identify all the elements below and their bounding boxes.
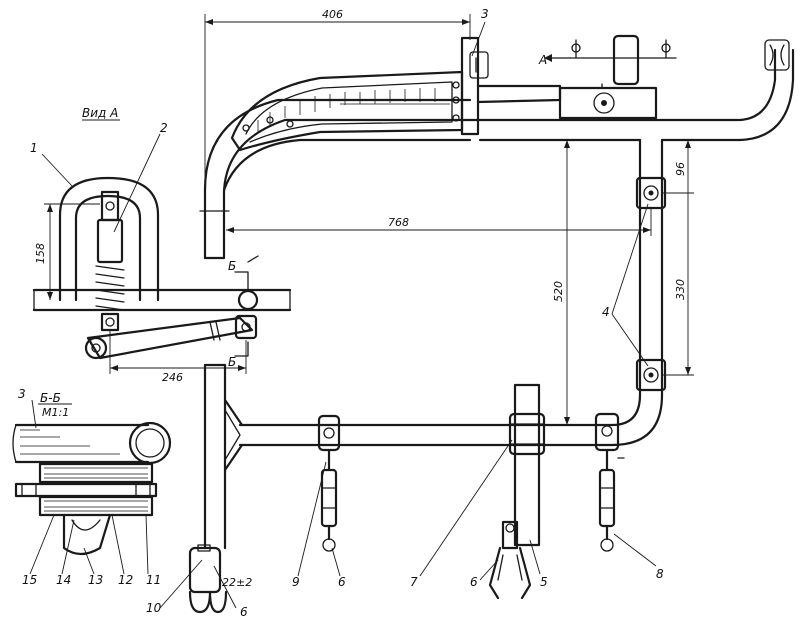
dim-96: 96 xyxy=(674,162,687,176)
section-mark-top: Б xyxy=(228,259,236,273)
callout-11: 11 xyxy=(146,573,161,587)
callout-3-top: 3 xyxy=(481,7,489,21)
callout-4: 4 xyxy=(602,305,610,319)
callout-12: 12 xyxy=(118,573,133,587)
seat-plate xyxy=(230,70,464,152)
dim-22: 22±2 xyxy=(222,576,252,589)
callout-14: 14 xyxy=(56,573,71,587)
callout-6-rod: 6 xyxy=(338,575,346,589)
view-arrow-label: А xyxy=(538,53,547,67)
view-a-title: Вид А xyxy=(82,106,118,120)
left-lower-post xyxy=(188,363,244,614)
text-labels: Вид А Б-Б М1:1 406 768 96 330 520 158 24… xyxy=(18,7,687,619)
callout-1: 1 xyxy=(30,141,38,155)
rod-8 xyxy=(594,412,625,552)
rod-9 xyxy=(317,414,341,552)
section-scale: М1:1 xyxy=(42,406,69,419)
clamp-arm xyxy=(476,34,677,120)
callout-2: 2 xyxy=(160,121,168,135)
callout-6-clamp: 6 xyxy=(240,605,248,619)
dimension-lines xyxy=(44,14,694,425)
section-mark-bottom: Б xyxy=(228,355,236,369)
dim-520: 520 xyxy=(552,281,565,302)
section-b-b xyxy=(12,403,172,556)
section-title: Б-Б xyxy=(40,391,61,405)
dim-768: 768 xyxy=(388,216,409,229)
leader-lines xyxy=(29,21,657,609)
lower-tube xyxy=(238,423,602,447)
gripper-6 xyxy=(488,520,532,600)
right-vertical-tube xyxy=(598,138,667,447)
callout-9: 9 xyxy=(292,575,300,589)
middle-post-5 xyxy=(508,383,546,547)
dim-246: 246 xyxy=(162,371,183,384)
view-a xyxy=(32,119,292,360)
dim-406: 406 xyxy=(322,8,343,21)
dim-158: 158 xyxy=(34,243,47,264)
callout-3-section: 3 xyxy=(18,387,26,401)
callout-7: 7 xyxy=(410,575,418,589)
dim-330: 330 xyxy=(674,279,687,300)
callout-10: 10 xyxy=(146,601,162,615)
upper-frame-tube xyxy=(199,39,795,260)
callout-6-gripper: 6 xyxy=(470,575,478,589)
callout-5: 5 xyxy=(540,575,548,589)
callout-8: 8 xyxy=(656,567,664,581)
callout-13: 13 xyxy=(88,573,103,587)
callout-15: 15 xyxy=(22,573,37,587)
